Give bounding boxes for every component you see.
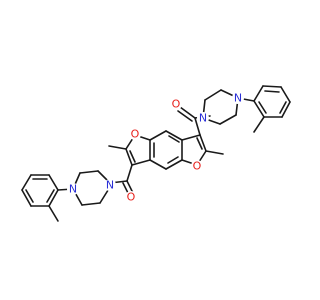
- double-bond: [196, 137, 203, 150]
- bond: [194, 117, 201, 136]
- methyl-bond: [108, 145, 127, 150]
- double-bond: [279, 101, 287, 114]
- aryl-nitrogen-top: N: [232, 92, 244, 105]
- bond: [48, 174, 59, 191]
- double-bond: [25, 189, 34, 203]
- amide-nitrogen-bottom: N: [104, 179, 116, 192]
- bond: [79, 170, 99, 174]
- bond: [280, 86, 291, 103]
- bond: [131, 159, 151, 166]
- amide-nitrogen-top: N: [197, 112, 209, 125]
- atom-label: O: [193, 160, 202, 173]
- piperazine-top: [202, 89, 255, 125]
- furan-left: [108, 134, 151, 166]
- atom-label: O: [172, 98, 181, 111]
- atom-label: N: [199, 112, 207, 125]
- tolyl-top: [253, 85, 291, 133]
- atom-label: O: [131, 128, 140, 141]
- bond: [21, 174, 32, 191]
- bond: [219, 114, 237, 125]
- methyl-bond: [253, 116, 265, 133]
- bond: [253, 100, 265, 118]
- benzene-core: [149, 130, 183, 170]
- atom-label: N: [69, 183, 77, 196]
- bond: [262, 85, 282, 88]
- bond: [281, 101, 291, 118]
- molecule-canvas: O O O O N N N: [21, 85, 291, 222]
- atom-label: O: [127, 191, 136, 204]
- atom-label: N: [234, 92, 242, 105]
- bond: [181, 134, 201, 141]
- bond: [149, 130, 167, 141]
- double-bond: [168, 135, 180, 143]
- bond: [253, 85, 264, 102]
- bond: [81, 202, 101, 206]
- furan-oxygen-left: O: [129, 128, 141, 141]
- atom-labels: O O O O N N N: [67, 92, 244, 204]
- bond: [21, 189, 32, 207]
- bond: [125, 148, 133, 166]
- bond: [126, 164, 133, 182]
- bond: [165, 159, 183, 170]
- bond: [199, 134, 207, 152]
- bond: [165, 130, 183, 141]
- double-bond: [177, 110, 193, 122]
- bond: [149, 159, 167, 170]
- double-bond: [179, 106, 196, 119]
- double-bond: [46, 189, 55, 203]
- piperazine-bottom: [57, 170, 111, 206]
- carbonyl-oxygen-bottom: O: [125, 191, 137, 204]
- double-bond: [129, 150, 136, 163]
- furan-right: [181, 134, 224, 166]
- bond: [48, 189, 59, 207]
- bond: [204, 89, 222, 101]
- atom-label: N: [106, 179, 114, 192]
- double-bond: [167, 156, 179, 164]
- furan-oxygen-right: O: [191, 160, 203, 173]
- double-bond: [126, 180, 134, 194]
- methyl-bond: [48, 205, 59, 222]
- molecule-structure: O O O O N N N: [21, 85, 291, 222]
- double-bond: [258, 101, 267, 114]
- aryl-nitrogen-bottom: N: [67, 183, 79, 196]
- double-bond: [264, 90, 280, 93]
- carbonyl-oxygen-top: O: [170, 98, 182, 111]
- tolyl-bottom: [21, 174, 59, 222]
- methyl-bond: [205, 150, 224, 155]
